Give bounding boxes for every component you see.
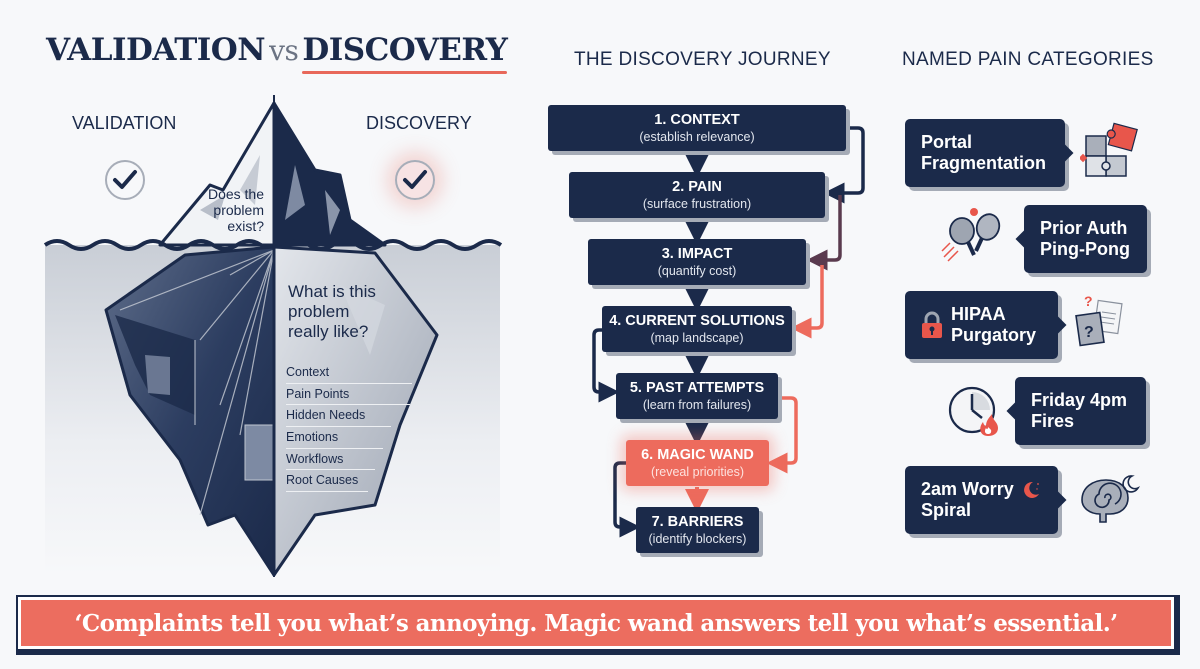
pain-heading: NAMED PAIN CATEGORIES — [902, 49, 1154, 70]
quote-text: ‘Complaints tell you what’s annoying. Ma… — [21, 600, 1171, 646]
pain-portal-fragmentation[interactable]: Portal Fragmentation — [905, 119, 1074, 187]
journey-step-pain[interactable]: 2. PAIN (surface frustration) — [569, 172, 825, 218]
iceberg-diagram: VALIDATION DISCOVERY Does the problem ex… — [0, 0, 530, 590]
svg-text:?: ? — [1084, 293, 1093, 309]
padlock-icon — [922, 311, 942, 338]
journey-step-past-attempts[interactable]: 5. PAST ATTEMPTS (learn from failures) — [616, 373, 778, 419]
title-validation: VALIDATION — [46, 32, 266, 68]
list-item: Root Causes — [286, 470, 368, 493]
validation-check-icon — [105, 160, 145, 200]
puzzle-icon — [1080, 122, 1138, 177]
discovery-check-icon — [395, 160, 435, 200]
journey-step-magic-wand[interactable]: 6. MAGIC WAND (reveal priorities) — [626, 440, 769, 486]
deep-question: What is this problem really like? — [288, 282, 376, 341]
pain-2am-worry-spiral[interactable]: 2am Worry Spiral — [905, 466, 1067, 534]
list-item: Hidden Needs — [286, 405, 391, 428]
discovery-topics-list: Context Pain Points Hidden Needs Emotion… — [286, 362, 416, 493]
journey-step-barriers[interactable]: 7. BARRIERS (identify blockers) — [636, 507, 759, 553]
journey-step-impact[interactable]: 3. IMPACT (quantify cost) — [588, 239, 806, 285]
quote-banner: ‘Complaints tell you what’s annoying. Ma… — [16, 595, 1180, 655]
journey-step-current-solutions[interactable]: 4. CURRENT SOLUTIONS (map landscape) — [602, 306, 792, 352]
list-item: Pain Points — [286, 384, 410, 406]
brain-spiral-icon — [1081, 475, 1141, 523]
journey-step-context[interactable]: 1. CONTEXT (establish relevance) — [548, 105, 846, 151]
pain-friday-4pm-fires[interactable]: Friday 4pm Fires — [1006, 377, 1146, 445]
moon-icon — [1023, 482, 1039, 499]
title-vs: vs — [269, 34, 299, 67]
clock-fire-icon — [948, 386, 998, 436]
journey-connectors — [592, 126, 865, 538]
list-item: Context — [286, 362, 412, 384]
list-item: Workflows — [286, 449, 375, 471]
iceberg-illustration — [43, 95, 503, 577]
ping-pong-paddles-icon — [941, 208, 1001, 262]
journey-heading: THE DISCOVERY JOURNEY — [574, 49, 831, 70]
title-discovery: DISCOVERY — [302, 32, 508, 68]
pain-prior-auth-ping-pong[interactable]: Prior Auth Ping-Pong — [1015, 205, 1147, 273]
validation-label: VALIDATION — [72, 113, 177, 133]
question-documents-icon: ? ? — [1075, 293, 1123, 347]
list-item: Emotions — [286, 427, 383, 449]
svg-text:?: ? — [1084, 324, 1094, 341]
tip-question: Does the problem exist? — [207, 186, 264, 234]
pain-hipaa-purgatory[interactable]: HIPAA Purgatory — [905, 291, 1067, 359]
discovery-label: DISCOVERY — [366, 113, 472, 133]
